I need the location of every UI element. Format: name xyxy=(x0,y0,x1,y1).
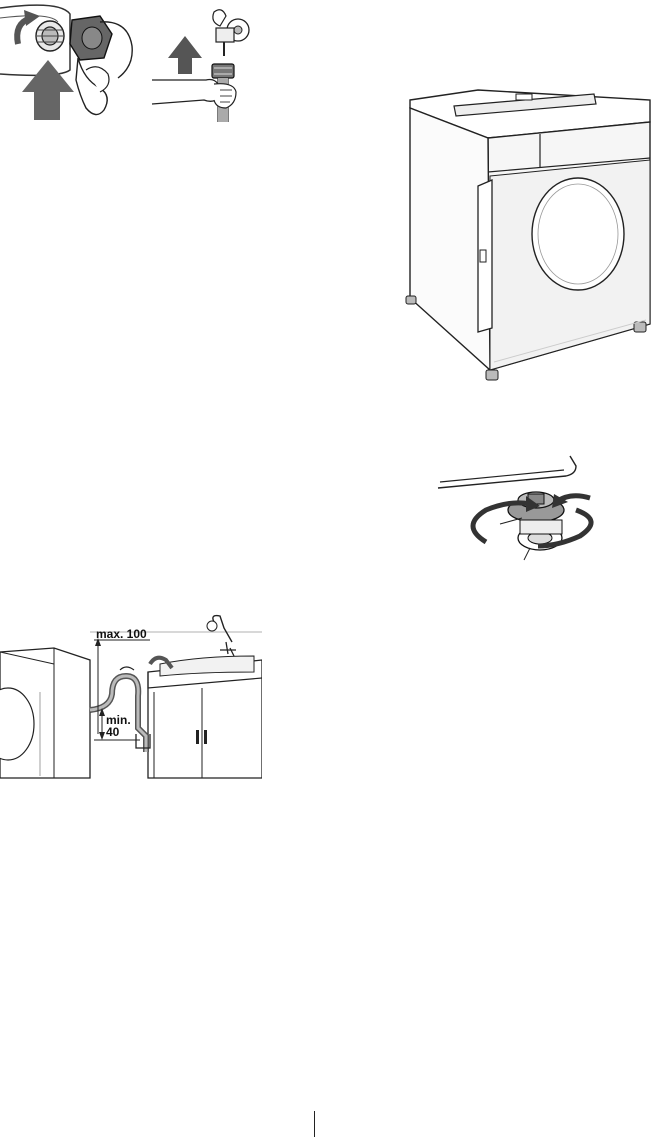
drain-hose-figure: max. 100 min. 40 xyxy=(0,612,262,782)
washing-machine-figure xyxy=(398,82,652,392)
min-height-value: 40 xyxy=(106,725,120,739)
hose-connection-figure xyxy=(0,0,260,122)
max-height-label: max. 100 xyxy=(96,627,147,641)
adjustable-foot-figure xyxy=(430,448,610,570)
page-divider xyxy=(314,1111,315,1137)
